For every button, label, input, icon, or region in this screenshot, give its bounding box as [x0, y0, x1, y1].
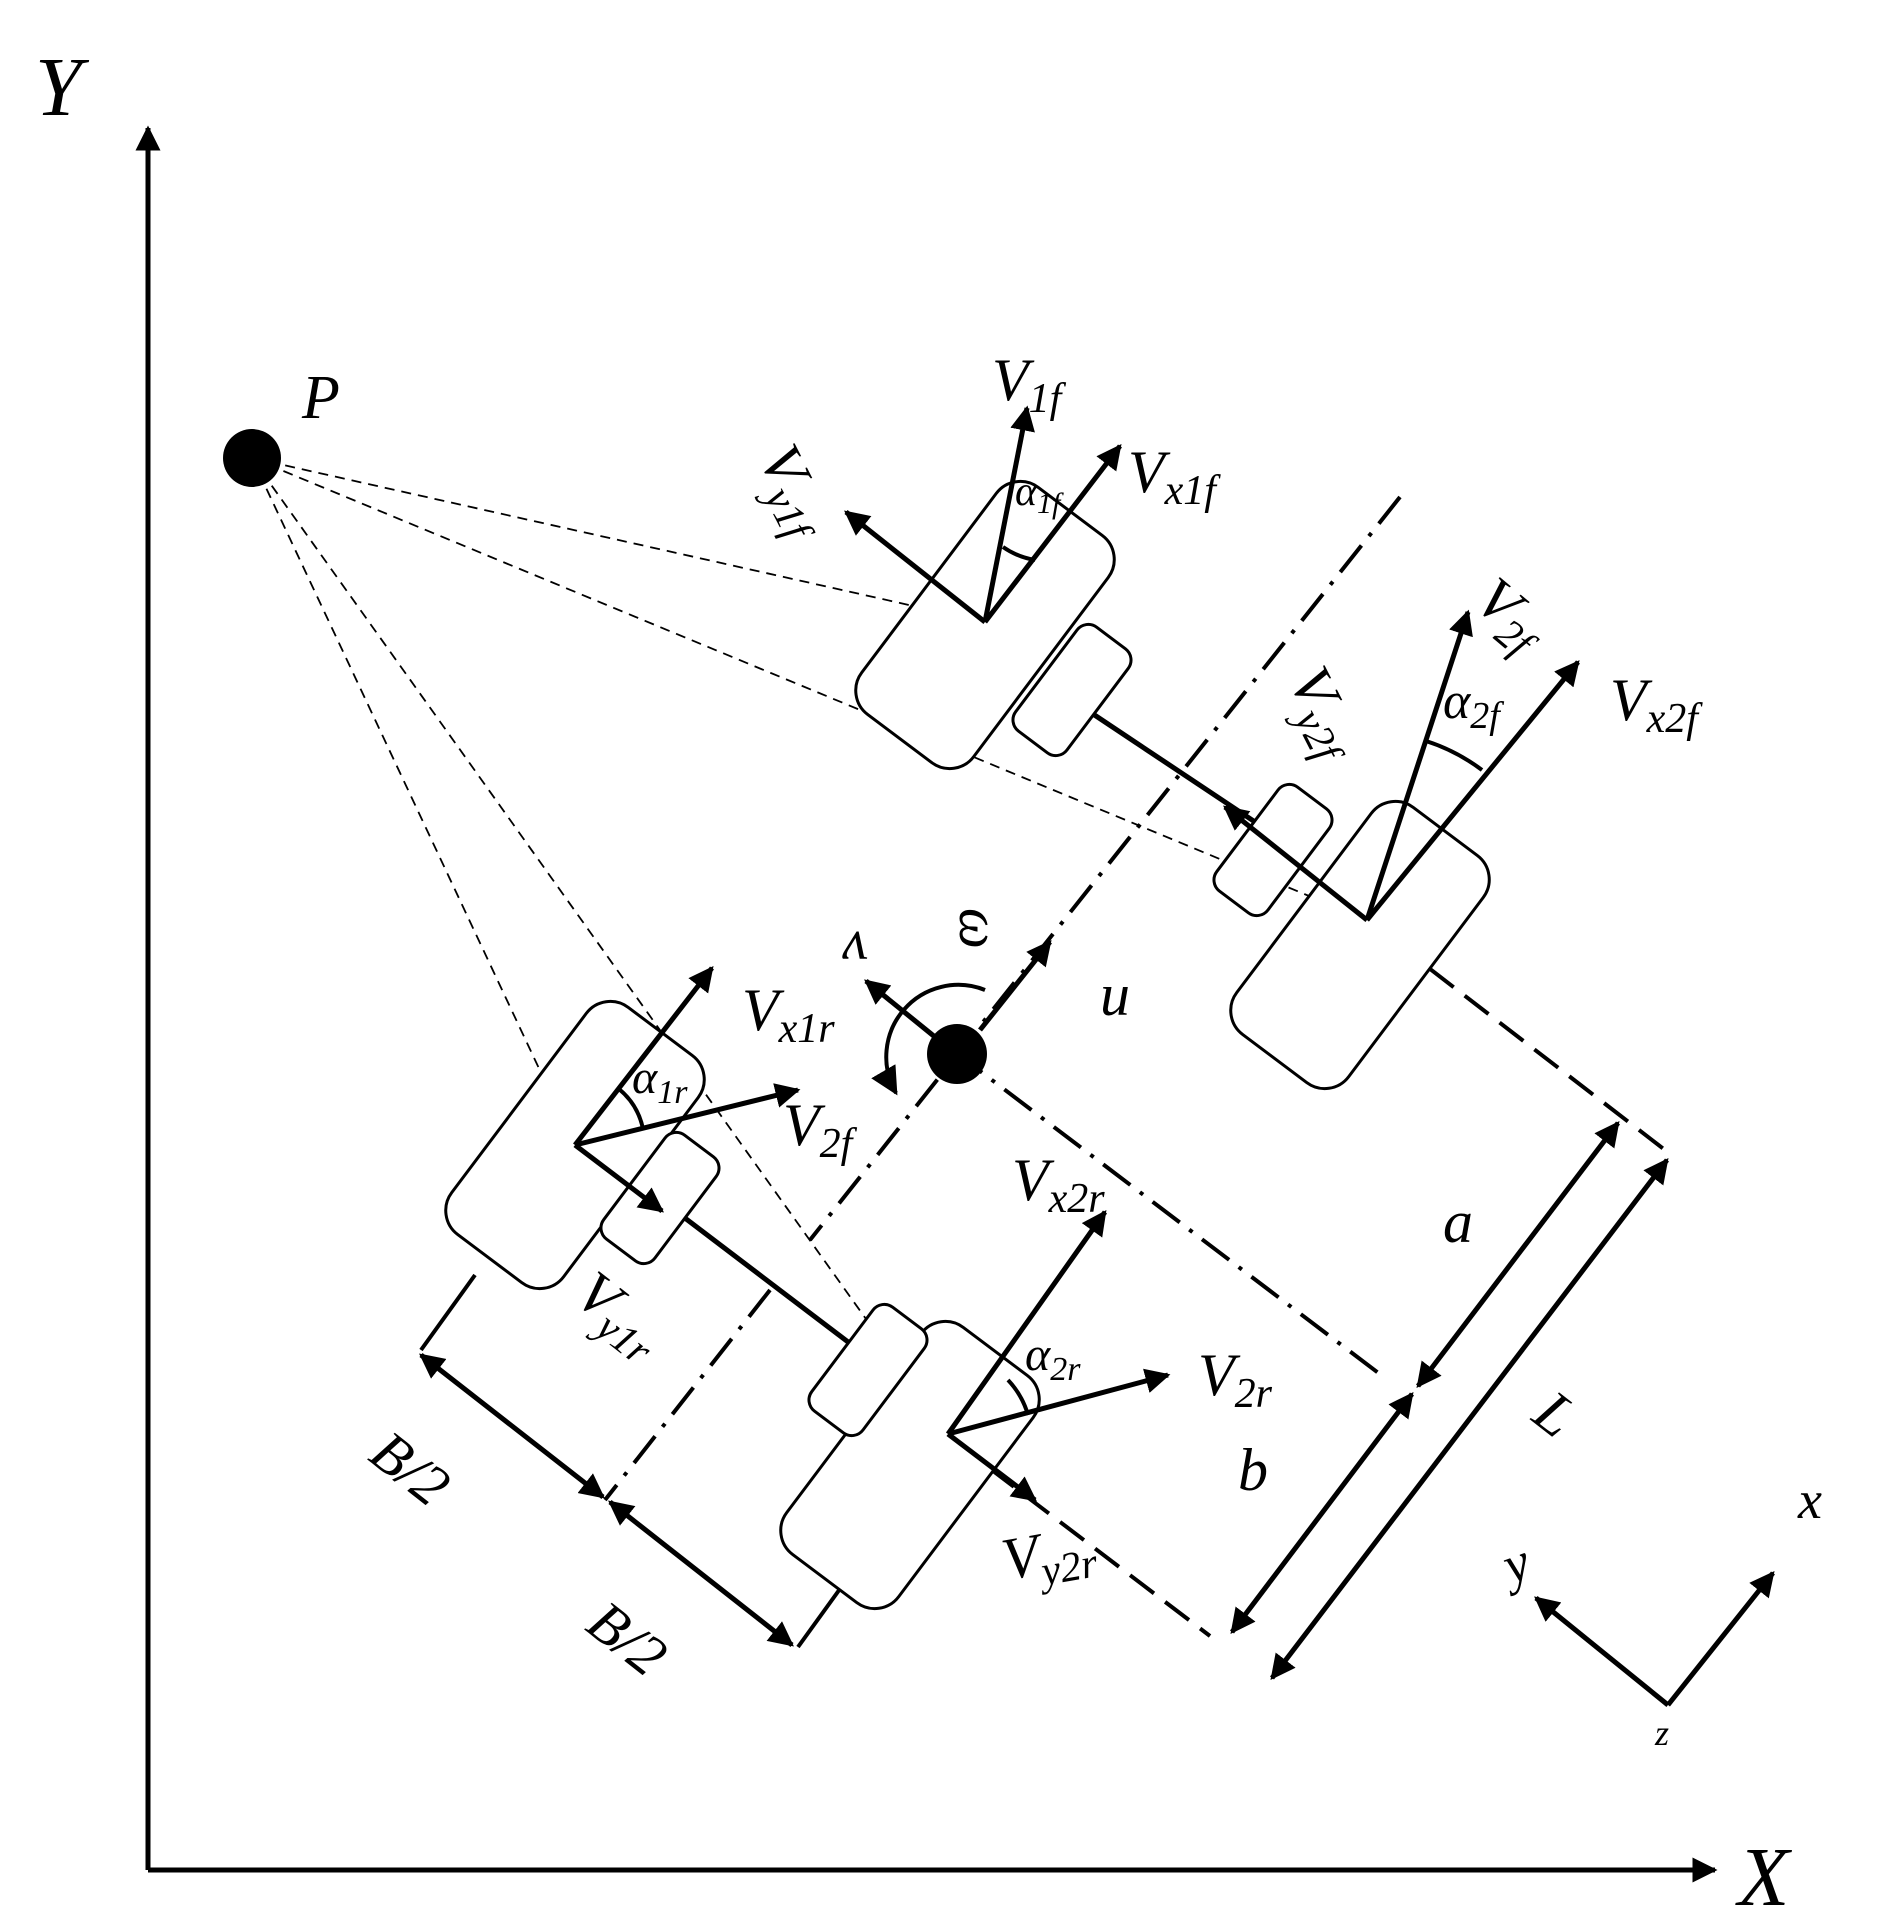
vx1f-arrow: [983, 444, 1122, 624]
v2r-arrow: [947, 1368, 1171, 1437]
alpha-1f-arc: [1001, 545, 1036, 562]
local-x-label: x: [1797, 1470, 1822, 1530]
rear-axle-shaft: [646, 1188, 887, 1372]
rear-centerline-extension: [603, 1288, 772, 1502]
longitudinal-centerline: [808, 495, 1402, 1242]
vx2f-arrow: [1365, 660, 1580, 922]
y-axis-label: Y: [35, 41, 90, 134]
vy2f-label: Vy2f: [1268, 656, 1377, 773]
ray-to-wheel-1r: [251, 457, 576, 1146]
vx1r-arrow: [573, 966, 714, 1147]
alpha-2f-arc: [1425, 739, 1484, 772]
dim-a-label: a: [1443, 1189, 1473, 1255]
dim-b-label: b: [1238, 1437, 1268, 1503]
omega-arc: [871, 982, 986, 1096]
vy2r-label: Vy2r: [997, 1512, 1102, 1602]
dim-half-track-label-upper: B/2: [359, 1418, 462, 1519]
alpha-1r-arc: [617, 1087, 645, 1130]
alpha-2f-label: α2f: [1443, 673, 1504, 737]
v-wheel-1r-label: V2f: [783, 1092, 858, 1167]
local-y-arrow: [1534, 1596, 1670, 1707]
wheel-2r-hub: [807, 1302, 929, 1438]
vx1r-label: Vx1r: [742, 977, 835, 1052]
omega-label: ω: [947, 908, 1012, 949]
point-p-label: P: [301, 364, 340, 432]
v2r-label: V2r: [1198, 1342, 1273, 1417]
v2f-arrow: [1364, 609, 1473, 921]
instant-center: P: [223, 364, 1368, 1435]
vy2r-arrow: [946, 1432, 1037, 1502]
ray-to-wheel-2r: [251, 457, 949, 1435]
v-wheel-1r-arrow: [574, 1083, 801, 1148]
wheel-1f-hub: [1011, 622, 1133, 758]
u-label: u: [1100, 962, 1130, 1028]
vy2f-arrow: [1223, 805, 1369, 922]
vy1r-label: Vy1r: [558, 1258, 678, 1375]
v1f-arrow: [982, 405, 1035, 623]
dim-l-label: L: [1521, 1377, 1589, 1450]
front-extension-line: [1393, 940, 1667, 1152]
dim-b-line: [1230, 1392, 1414, 1634]
vx2r-label: Vx2r: [1012, 1147, 1105, 1222]
alpha-2r-arc: [1006, 1378, 1030, 1416]
v-label: v: [842, 919, 868, 984]
vx2r-arrow: [945, 1209, 1108, 1436]
vy1r-arrow: [573, 1143, 664, 1213]
vx1f-label: Vx1f: [1128, 439, 1221, 514]
dim-l-line: [1270, 1158, 1669, 1680]
u-arrow: [978, 940, 1052, 1032]
vy1f-arrow: [844, 510, 987, 624]
body-center: u v ω: [842, 908, 1130, 1096]
dim-half-track-label-lower: B/2: [576, 1588, 679, 1689]
vx2f-label: Vx2f: [1610, 667, 1703, 742]
v-arrow: [864, 979, 937, 1039]
local-y-label: y: [1490, 1531, 1538, 1597]
global-axes: X Y: [35, 41, 1793, 1922]
ray-to-wheel-1f: [251, 457, 986, 623]
local-axes: x y z: [1490, 1470, 1822, 1753]
local-x-arrow: [1666, 1571, 1775, 1707]
alpha-1r-label: α1r: [632, 1051, 688, 1111]
dim-half-track-upper: [419, 1353, 605, 1499]
v1f-label: V1f: [992, 347, 1067, 422]
local-z-label: z: [1654, 1713, 1669, 1753]
wheel-2f-tire: [1229, 799, 1491, 1091]
center-of-mass-marker: [927, 1024, 987, 1084]
alpha-1f-label: α1f: [1015, 469, 1064, 520]
v2f-label: V2f: [1458, 564, 1563, 669]
x-axis-label: X: [1735, 1831, 1793, 1922]
alpha-2r-label: α2r: [1025, 1328, 1081, 1388]
track-extension-left: [419, 1273, 477, 1352]
ray-to-wheel-2f: [251, 457, 1368, 921]
dim-half-track-lower: [608, 1500, 794, 1647]
vy1f-label: Vy1f: [738, 434, 847, 551]
